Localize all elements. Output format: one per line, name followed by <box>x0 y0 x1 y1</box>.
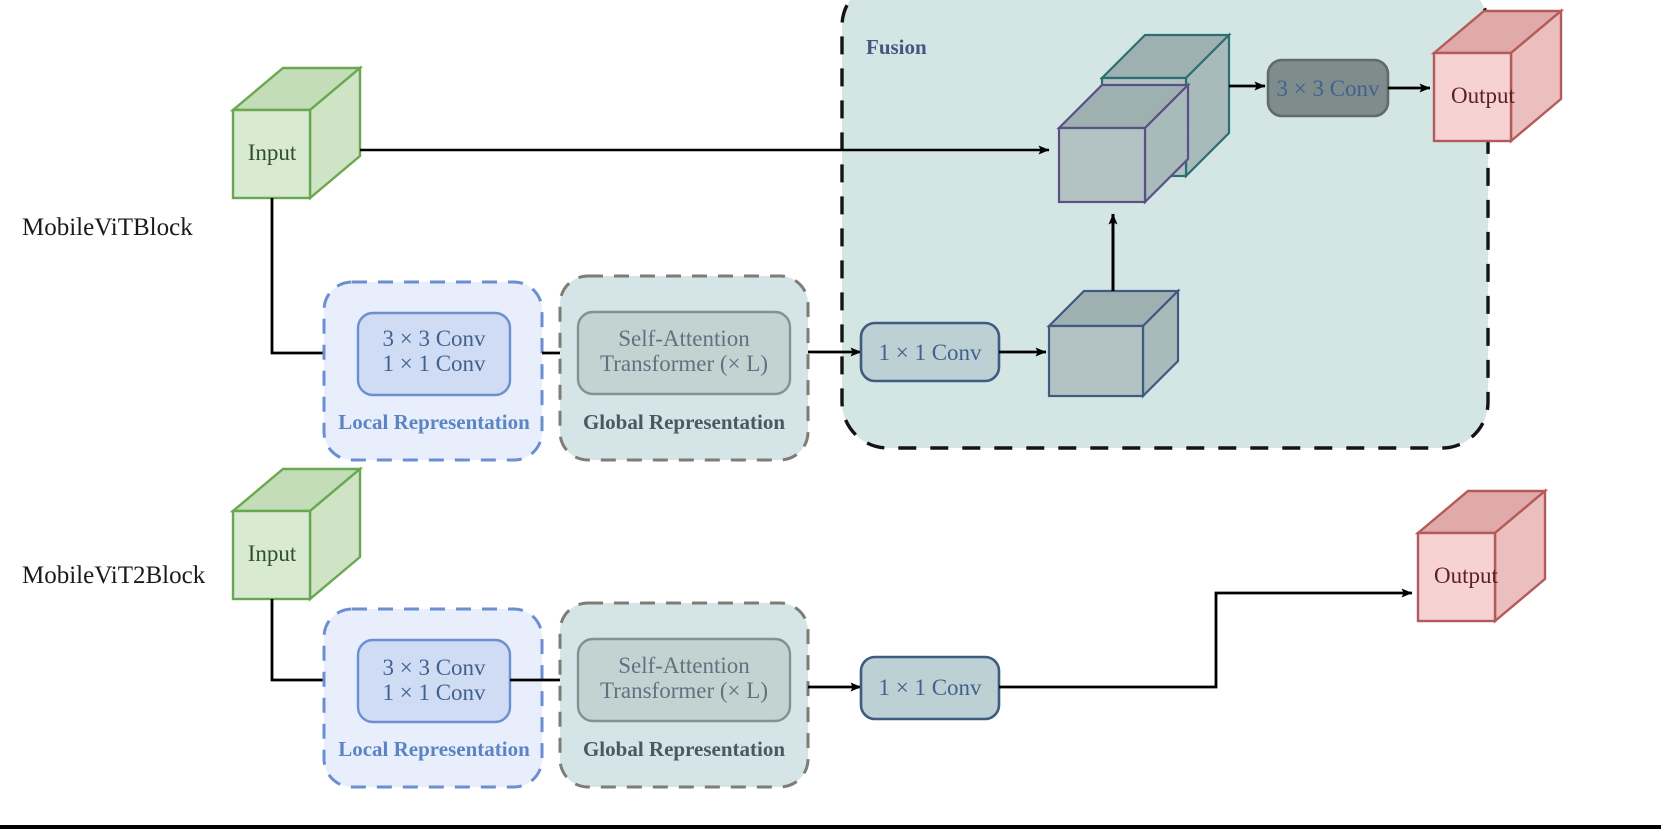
row1-global-group-label: Global Representation <box>583 410 785 434</box>
row2-global-attn-line1: Self-Attention <box>618 653 750 678</box>
row1-output-label: Output <box>1451 83 1516 108</box>
row1-branch-tensor-cube <box>1046 288 1181 399</box>
row2-output-label: Output <box>1434 563 1499 588</box>
row2-global-attn-line2: Transformer (× L) <box>600 678 768 703</box>
row2-conv1x1-to-output-arrow <box>999 588 1413 689</box>
row2-global-attn-box <box>576 637 792 723</box>
fusion-label: Fusion <box>866 35 927 59</box>
row2-conv1x1: 1 × 1 Conv <box>859 655 1001 721</box>
row1-fusion-conv1x1-label: 1 × 1 Conv <box>878 340 982 365</box>
row1-input-label: Input <box>248 140 297 165</box>
row2-output-cube: Output <box>1414 488 1549 624</box>
row1-fusion-conv1x1: 1 × 1 Conv <box>859 321 1001 383</box>
row2-global-group-label: Global Representation <box>583 737 785 761</box>
row2-conv1x1-label: 1 × 1 Conv <box>878 675 982 700</box>
row2-local-representation: 3 × 3 Conv 1 × 1 Conv Local Representati… <box>322 607 544 789</box>
row1-local-conv-line2: 1 × 1 Conv <box>382 351 486 376</box>
row2-local-group-label: Local Representation <box>338 737 530 761</box>
row1-local-conv-line1: 3 × 3 Conv <box>382 326 486 351</box>
row1-local-group-label: Local Representation <box>338 410 530 434</box>
row2-global-representation: Self-Attention Transformer (× L) Global … <box>558 601 810 789</box>
row1-concat-tensor-front <box>1056 82 1191 205</box>
row1-global-attn-box <box>576 310 792 396</box>
row1-global-representation: Self-Attention Transformer (× L) Global … <box>558 274 810 462</box>
row1-local-conv-box <box>356 311 512 397</box>
row2-local-conv-line1: 3 × 3 Conv <box>382 655 486 680</box>
row2-input-label: Input <box>248 541 297 566</box>
row1-global-attn-line2: Transformer (× L) <box>600 351 768 376</box>
row1-local-representation: 3 × 3 Conv 1 × 1 Conv Local Representati… <box>322 280 544 462</box>
row1-output-cube: Output <box>1430 8 1565 144</box>
row1-fusion-conv3x3-label: 3 × 3 Conv <box>1276 76 1380 101</box>
row2-input-cube: Input <box>229 466 364 602</box>
row1-fusion-conv3x3: 3 × 3 Conv <box>1266 58 1390 118</box>
row-label-mobilevit2block: MobileViT2Block <box>22 562 206 589</box>
row2-local-conv-line2: 1 × 1 Conv <box>382 680 486 705</box>
row1-global-attn-line1: Self-Attention <box>618 326 750 351</box>
row-label-mobilevitblock: MobileViTBlock <box>22 214 193 241</box>
